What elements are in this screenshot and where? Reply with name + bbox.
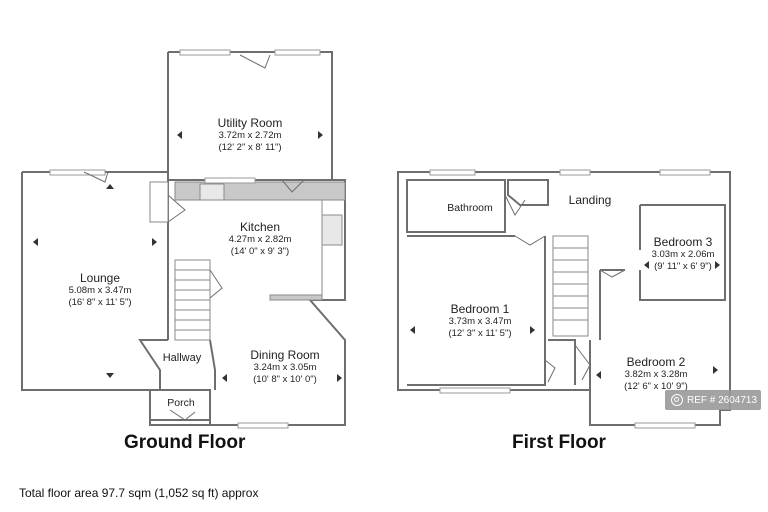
room-porch: Porch bbox=[152, 397, 210, 410]
door-swing bbox=[574, 344, 591, 381]
door-swing bbox=[599, 269, 626, 278]
bedroom3-walls bbox=[639, 204, 726, 301]
room-kitchen: Kitchen 4.27m x 2.82m (14' 0" x 9' 3") bbox=[200, 220, 320, 257]
room-imperial: (12' 2" x 8' 11") bbox=[218, 141, 282, 153]
room-bedroom2: Bedroom 2 3.82m x 3.28m (12' 6" x 10' 9"… bbox=[596, 355, 716, 392]
kitchen-worktop bbox=[174, 181, 346, 301]
room-name: Bathroom bbox=[447, 202, 493, 214]
room-utility: Utility Room 3.72m x 2.72m (12' 2" x 8' … bbox=[190, 116, 310, 153]
room-name: Porch bbox=[167, 397, 195, 409]
window bbox=[274, 49, 321, 56]
room-lounge: Lounge 5.08m x 3.47m (16' 8" x 11' 5") bbox=[40, 271, 160, 308]
room-metric: 3.03m x 2.06m bbox=[651, 249, 715, 261]
kitchen-hob bbox=[321, 214, 343, 246]
door-swing bbox=[281, 179, 305, 193]
first-stairs bbox=[552, 235, 589, 337]
window bbox=[49, 169, 106, 176]
window bbox=[179, 49, 231, 56]
room-dining: Dining Room 3.24m x 3.05m (10' 8" x 10' … bbox=[225, 348, 345, 385]
ground-floor-title: Ground Floor bbox=[124, 432, 246, 453]
room-imperial: (10' 8" x 10' 0") bbox=[253, 373, 317, 385]
window bbox=[429, 169, 476, 176]
room-name: Hallway bbox=[162, 352, 202, 364]
kitchen-dining-walls bbox=[168, 179, 346, 426]
porch-walls bbox=[149, 389, 211, 426]
camera-icon bbox=[671, 394, 683, 406]
room-landing: Landing bbox=[560, 193, 620, 207]
room-imperial: (12' 3" x 11' 5") bbox=[448, 327, 512, 339]
window bbox=[204, 177, 256, 184]
room-imperial: (9' 11" x 6' 9") bbox=[654, 260, 712, 272]
door-swing bbox=[514, 235, 546, 246]
window bbox=[559, 169, 591, 176]
total-floor-area: Total floor area 97.7 sqm (1,052 sq ft) … bbox=[19, 486, 259, 500]
door-swing bbox=[504, 194, 526, 216]
bathroom-walls bbox=[406, 179, 506, 233]
bedroom1-walls bbox=[407, 235, 546, 386]
ref-text: REF # 2604713 bbox=[687, 394, 758, 406]
door-swing bbox=[239, 54, 271, 69]
door-swing bbox=[169, 409, 196, 421]
room-bathroom: Bathroom bbox=[440, 202, 500, 215]
stair-cupboard bbox=[548, 339, 576, 385]
lounge-cupboard bbox=[149, 181, 169, 223]
window bbox=[634, 422, 696, 429]
room-metric: 3.82m x 3.28m bbox=[624, 369, 688, 381]
room-name: Dining Room bbox=[250, 348, 320, 362]
room-bedroom3: Bedroom 3 3.03m x 2.06m (9' 11" x 6' 9") bbox=[643, 235, 723, 272]
room-name: Utility Room bbox=[217, 116, 283, 130]
door-swing bbox=[83, 171, 109, 183]
room-metric: 3.72m x 2.72m bbox=[218, 130, 282, 142]
room-name: Bedroom 3 bbox=[653, 235, 713, 249]
window bbox=[659, 169, 711, 176]
first-floor-title: First Floor bbox=[512, 432, 606, 453]
door-swing bbox=[209, 269, 223, 299]
room-name: Lounge bbox=[79, 271, 121, 285]
room-hallway: Hallway bbox=[150, 352, 214, 365]
window bbox=[439, 387, 511, 394]
room-metric: 5.08m x 3.47m bbox=[68, 285, 132, 297]
window bbox=[237, 422, 289, 429]
room-metric: 3.24m x 3.05m bbox=[253, 362, 317, 374]
door-swing bbox=[167, 194, 186, 223]
room-metric: 4.27m x 2.82m bbox=[228, 234, 292, 246]
room-imperial: (14' 0" x 9' 3") bbox=[230, 245, 290, 257]
landing-cupboard bbox=[507, 179, 549, 206]
room-metric: 3.73m x 3.47m bbox=[448, 316, 512, 328]
door-swing bbox=[544, 359, 556, 383]
kitchen-sink bbox=[199, 183, 225, 201]
room-imperial: (16' 8" x 11' 5") bbox=[68, 296, 132, 308]
room-name: Bedroom 1 bbox=[450, 302, 510, 316]
ref-badge: REF # 2604713 bbox=[665, 390, 761, 410]
room-name: Kitchen bbox=[239, 220, 281, 234]
room-name: Landing bbox=[568, 193, 612, 207]
room-imperial: (12' 6" x 10' 9") bbox=[624, 380, 688, 392]
room-name: Bedroom 2 bbox=[626, 355, 686, 369]
room-bedroom1: Bedroom 1 3.73m x 3.47m (12' 3" x 11' 5"… bbox=[420, 302, 540, 339]
